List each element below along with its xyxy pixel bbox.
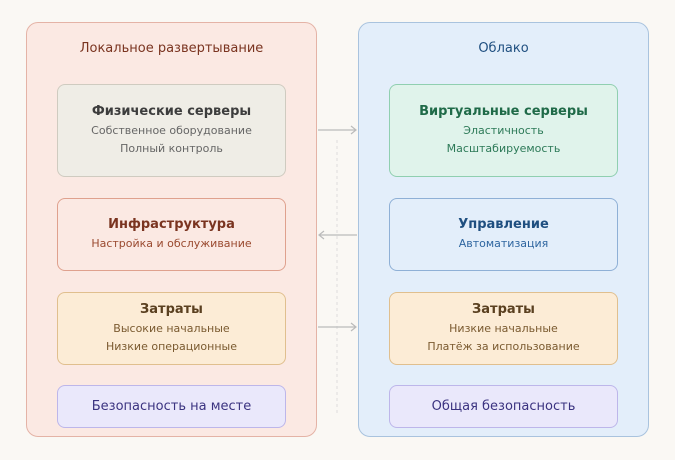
security-box: Безопасность на месте (57, 385, 286, 428)
box-title: Управление (458, 216, 549, 232)
arrow-right-servers (318, 125, 357, 135)
box-title: Виртуальные серверы (419, 103, 588, 119)
box-title: Затраты (472, 301, 535, 317)
panel-title: Локальное развертывание (79, 41, 264, 56)
box-title: Безопасность на месте (91, 399, 252, 414)
box-title: Общая безопасность (431, 399, 576, 414)
box-line: Эластичность (463, 123, 544, 137)
box-title: Затраты (140, 301, 203, 317)
box-line: Высокие начальные (113, 321, 230, 335)
panel-title: Облако (478, 41, 529, 56)
box-title: Инфраструктура (108, 216, 235, 232)
box-line: Полный контроль (120, 141, 223, 155)
box-line: Низкие начальные (449, 321, 558, 335)
arrow-left-infrastructure (318, 230, 357, 240)
box-line: Платёж за использование (427, 339, 580, 353)
box-line: Низкие операционные (106, 339, 237, 353)
box-title: Физические серверы (91, 103, 252, 119)
arrow-right-costs (318, 322, 357, 332)
box-line: Настройка и обслуживание (91, 236, 252, 250)
security-box: Общая безопасность (389, 385, 618, 428)
box-line: Автоматизация (458, 236, 549, 250)
on-premise-panel: Локальное развертывание Физические серве… (26, 22, 317, 437)
box-line: Масштабируемость (446, 141, 561, 155)
box-line: Собственное оборудование (91, 123, 252, 137)
